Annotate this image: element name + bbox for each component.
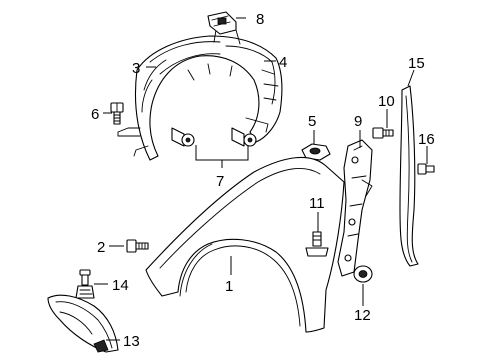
bolt-part-2 [126,239,149,253]
bolt-part-10 [372,127,394,139]
callout-11: 11 [309,195,325,212]
callout-2: 2 [97,239,105,256]
callout-labels: 1 2 3 4 5 6 7 8 9 10 11 12 13 14 15 16 [91,11,435,350]
callout-1: 1 [225,278,233,295]
callout-13: 13 [123,333,140,350]
callout-15: 15 [408,55,425,72]
callout-14: 14 [112,277,129,294]
callout-9: 9 [354,113,362,130]
callout-4: 4 [279,54,287,71]
bolt-part-6 [110,102,124,125]
mud-flap [47,294,119,353]
seal-strip [399,85,419,267]
leader-lines [94,17,428,341]
callout-10: 10 [378,93,395,110]
callout-16: 16 [418,131,435,148]
clip-part [207,11,237,35]
fender-liner [117,29,283,161]
clip-part-16 [417,163,435,175]
callout-5: 5 [308,113,316,130]
stud-part-11 [305,231,329,257]
front-fender [145,156,345,333]
grommet-part-12 [353,265,373,283]
callout-12: 12 [354,307,371,324]
push-pin-right [231,127,257,147]
callout-3: 3 [132,60,140,77]
screw-part-14 [75,269,95,299]
callout-7: 7 [216,173,224,190]
fender-bracket [337,139,373,277]
callout-8: 8 [256,11,264,28]
push-pin-left [171,127,195,147]
callout-6: 6 [91,106,99,123]
